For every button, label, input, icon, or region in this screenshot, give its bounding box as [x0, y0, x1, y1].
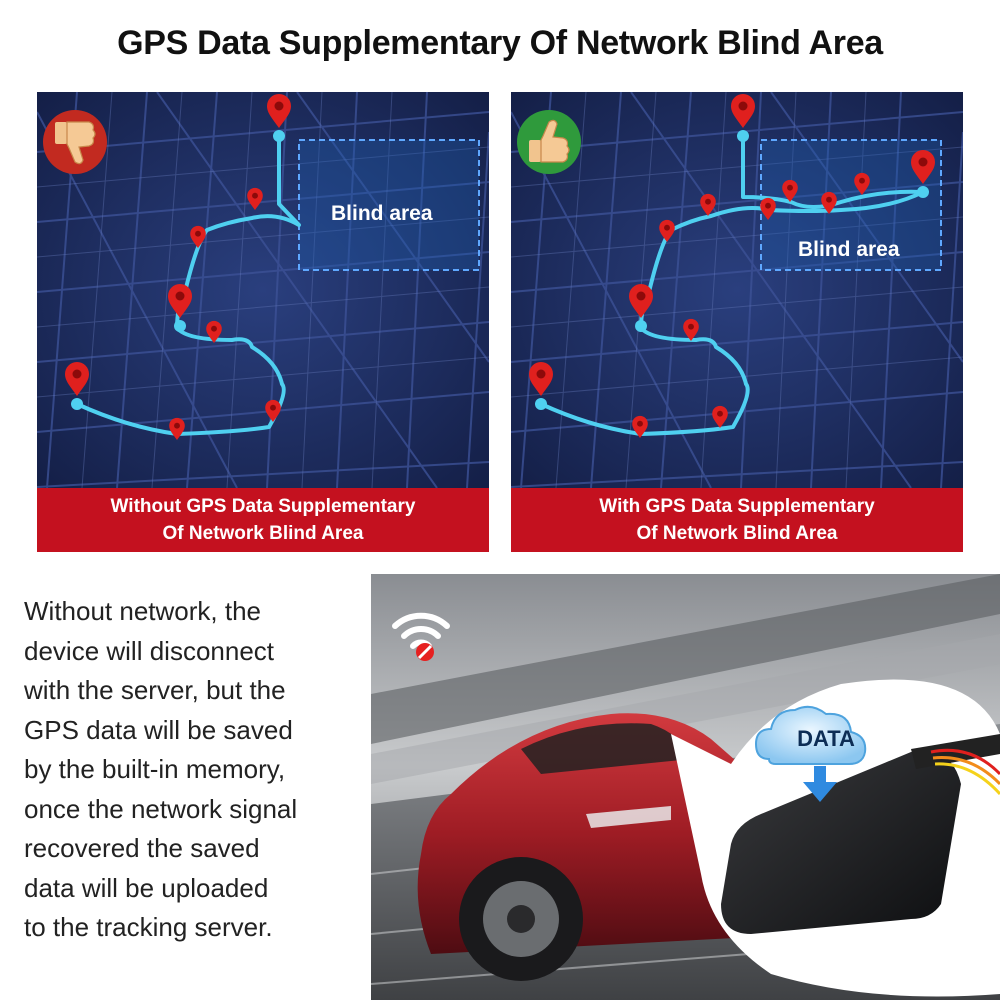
description-line: by the built-in memory, [24, 754, 286, 784]
caption-line-1: Without GPS Data Supplementary [110, 496, 416, 517]
description-line: recovered the saved [24, 833, 260, 863]
description-line: to the tracking server. [24, 912, 273, 942]
car-photo-illustration [371, 574, 1000, 1000]
thumbs-down-icon [43, 110, 107, 174]
blind-area-box [760, 139, 942, 271]
tracker-callout [671, 679, 1000, 997]
map-panel-without: Blind area Without GPS Data Supplementar… [37, 92, 489, 552]
route-line [539, 134, 925, 436]
caption-line-2: Of Network Blind Area [162, 523, 364, 544]
data-label: DATA [797, 726, 855, 751]
car-tracker-photo: DATA [371, 574, 1000, 1000]
caption-with: With GPS Data Supplementary Of Network B… [511, 488, 963, 552]
map-with-supplementary [511, 92, 963, 488]
no-wifi-icon [392, 612, 450, 661]
description-line: data will be uploaded [24, 872, 269, 903]
caption-without: Without GPS Data Supplementary Of Networ… [37, 488, 489, 552]
cloud-icon [754, 705, 867, 765]
map-panel-with: Blind area With GPS Data Supplementary O… [511, 92, 963, 552]
description-line: with the server, but the [24, 675, 286, 705]
description-line: device will disconnect [24, 635, 275, 666]
page-title: GPS Data Supplementary Of Network Blind … [117, 24, 883, 62]
route-line [75, 134, 301, 436]
caption-line-1: With GPS Data Supplementary [599, 496, 875, 517]
blind-area-label: Blind area [331, 202, 433, 225]
map-without-supplementary [37, 92, 489, 488]
caption-line-2: Of Network Blind Area [636, 523, 838, 544]
download-arrow-icon [803, 766, 837, 802]
description-text: Without network, the device will disconn… [24, 592, 364, 948]
description-line: GPS data will be saved [24, 714, 293, 745]
description-line: once the network signal [24, 793, 298, 824]
thumbs-up-icon [517, 110, 581, 174]
blind-area-box [298, 139, 480, 271]
blind-area-label: Blind area [798, 238, 900, 261]
description-line: Without network, the [24, 596, 261, 626]
